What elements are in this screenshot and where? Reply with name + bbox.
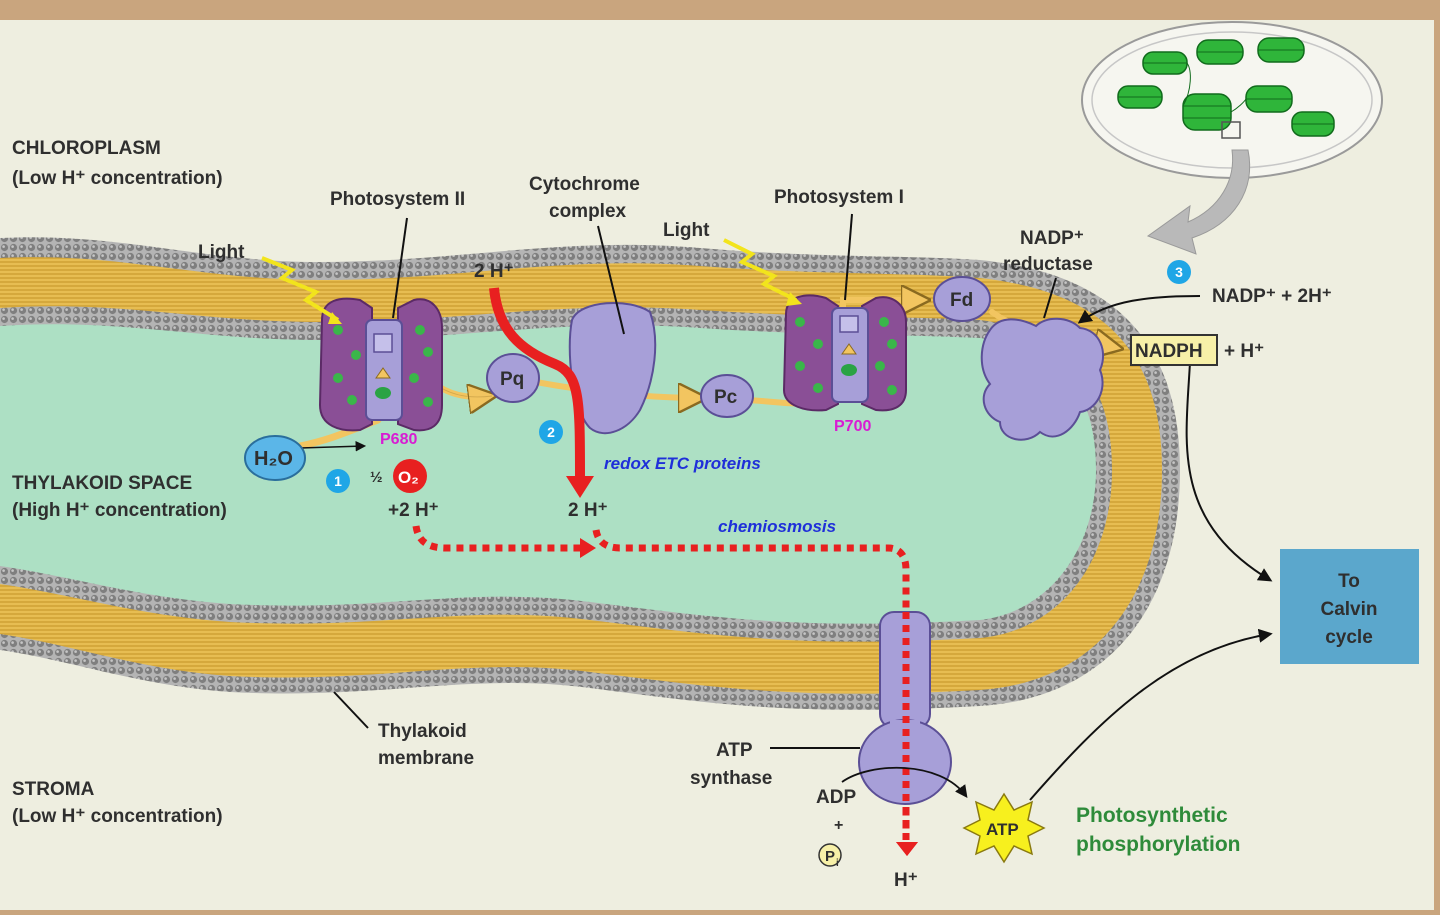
p680-label: P680 <box>380 431 417 448</box>
fd-carrier <box>933 276 991 322</box>
nadp-reductase-label-1: NADP⁺ <box>1020 228 1084 249</box>
pc-label: Pc <box>714 387 738 408</box>
adp-to-atp-arrow <box>841 766 968 799</box>
region-thylakoid-space-title: THYLAKOID SPACE <box>12 473 192 494</box>
photosystem-i-label: Photosystem I <box>774 187 904 208</box>
two-h-top-label: 2 H⁺ <box>474 261 514 282</box>
chemiosmosis-flow <box>412 525 910 840</box>
light-bolt-psi <box>723 238 797 302</box>
step-badge-3 <box>1167 260 1191 284</box>
h-plus-bottom-label: H⁺ <box>894 870 918 891</box>
chemiosmosis-label: chemiosmosis <box>718 517 836 536</box>
water-molecule <box>244 435 306 481</box>
light-bolt-psii <box>261 256 340 322</box>
nadph-h-label: + H⁺ <box>1224 341 1264 362</box>
calvin-label-1: To <box>1338 571 1360 592</box>
half-label: ½ <box>370 469 383 486</box>
step-3-label: 3 <box>1175 264 1183 280</box>
atp-synthase-label-2: synthase <box>690 768 772 789</box>
photo-phos-label-2: phosphorylation <box>1076 833 1241 856</box>
adp-label: ADP <box>816 787 856 808</box>
proton-pump-arrow <box>489 287 585 481</box>
region-chloroplast-title: CHLOROPLASM <box>12 138 161 159</box>
region-thylakoid-space-sub: (High H⁺ concentration) <box>12 500 227 521</box>
step-badge-1 <box>326 469 350 493</box>
h2o-label: H₂O <box>254 448 293 470</box>
phosphate-label: P <box>825 848 835 865</box>
p700-label: P700 <box>834 418 871 435</box>
two-h-mid-label: 2 H⁺ <box>568 500 608 521</box>
o2-label: O₂ <box>398 468 419 487</box>
atp-synthase-label-1: ATP <box>716 740 753 761</box>
photo-phos-label-1: Photosynthetic <box>1076 804 1228 827</box>
region-chloroplast-sub: (Low H⁺ concentration) <box>12 168 223 189</box>
plus-2h-label: +2 H⁺ <box>388 500 439 521</box>
step-badge-2 <box>539 420 563 444</box>
nadph-label: NADPH <box>1135 341 1203 362</box>
fd-label: Fd <box>950 290 973 311</box>
plus-label: + <box>834 817 843 834</box>
chloroplast-inset <box>1081 21 1383 179</box>
nadph-box <box>1130 334 1218 366</box>
cytochrome-label-1: Cytochrome <box>529 174 640 195</box>
light-label-psii: Light <box>198 242 245 263</box>
step-1-label: 1 <box>334 473 342 489</box>
photosystem-ii-label: Photosystem II <box>330 189 465 210</box>
atp-label: ATP <box>986 820 1019 839</box>
thylakoid-membrane-label-2: membrane <box>378 748 474 769</box>
phosphate-icon <box>818 843 842 867</box>
pq-label: Pq <box>500 369 524 390</box>
cytochrome-label-2: complex <box>549 201 627 222</box>
nadp-plus-label: NADP⁺ + 2H⁺ <box>1212 286 1332 307</box>
nadp-reductase-label-2: reductase <box>1003 254 1093 275</box>
calvin-label-2: Calvin <box>1320 599 1377 620</box>
photosystem-ii <box>318 297 443 432</box>
thylakoid-membrane-label-1: Thylakoid <box>378 721 467 742</box>
zoom-arrow <box>1146 149 1251 255</box>
region-stroma-title: STROMA <box>12 779 95 800</box>
pq-carrier <box>486 353 540 403</box>
redox-label: redox ETC proteins <box>604 454 761 473</box>
step-2-label: 2 <box>547 424 555 440</box>
region-stroma-sub: (Low H⁺ concentration) <box>12 806 223 827</box>
light-label-psi: Light <box>663 220 710 241</box>
oxygen-molecule <box>393 459 427 493</box>
photosystem-i <box>782 294 907 412</box>
calvin-label-3: cycle <box>1325 627 1373 648</box>
calvin-cycle-box <box>1280 549 1419 664</box>
phosphate-sub-label: i <box>836 858 839 869</box>
atp-star <box>962 792 1046 864</box>
nadp-reductase <box>980 317 1105 441</box>
pc-carrier <box>700 374 754 418</box>
